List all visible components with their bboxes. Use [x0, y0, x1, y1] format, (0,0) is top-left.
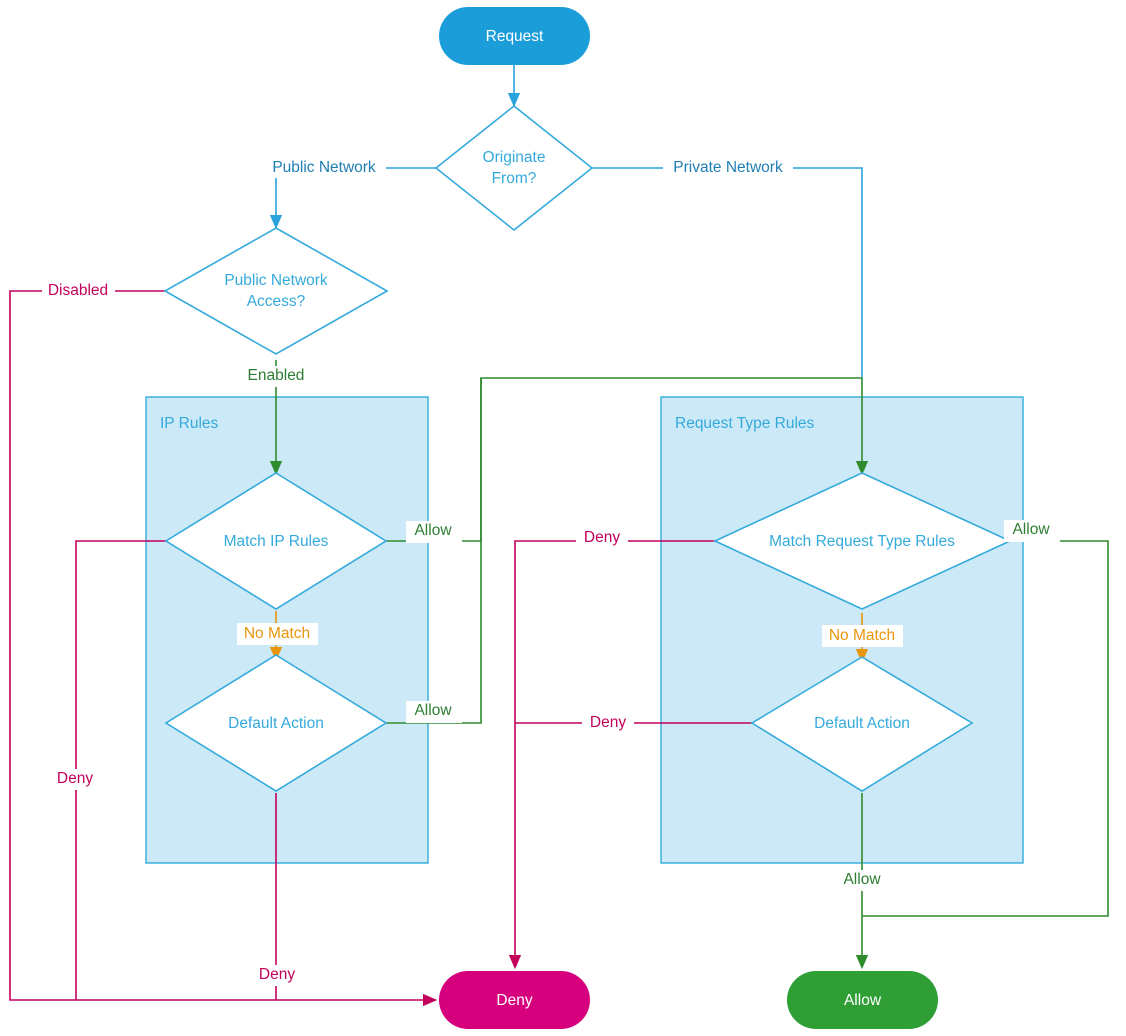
edge-label-rt-match-deny: Deny	[576, 528, 628, 549]
svg-text:Disabled: Disabled	[48, 282, 108, 299]
node-deny-terminal[interactable]: Deny	[439, 971, 590, 1029]
svg-text:Deny: Deny	[584, 529, 620, 546]
node-originate-from-label-line1: Originate	[483, 149, 546, 166]
svg-text:Deny: Deny	[57, 770, 93, 787]
node-public-network-access[interactable]: Public Network Access?	[163, 227, 389, 355]
node-match-request-type-rules-label: Match Request Type Rules	[769, 533, 955, 550]
svg-text:Allow: Allow	[414, 522, 452, 539]
node-originate-from-label-line2: From?	[492, 170, 537, 187]
edge-label-rt-default-deny: Deny	[582, 713, 634, 734]
edge-label-ip-default-deny: Deny	[251, 965, 303, 986]
node-default-action-rt[interactable]: Default Action	[750, 656, 974, 792]
node-allow-terminal-label: Allow	[844, 992, 882, 1009]
node-default-action-ip[interactable]: Default Action	[164, 654, 388, 792]
node-originate-from[interactable]: Originate From?	[434, 104, 594, 232]
svg-text:Allow: Allow	[414, 702, 452, 719]
svg-text:Deny: Deny	[259, 966, 295, 983]
node-public-network-access-label-line2: Access?	[247, 293, 306, 310]
group-ip-rules-label: IP Rules	[160, 415, 219, 432]
node-public-network-access-label-line1: Public Network	[224, 272, 328, 289]
svg-text:Allow: Allow	[843, 871, 881, 888]
node-request-label: Request	[486, 28, 544, 45]
node-default-action-rt-label: Default Action	[814, 715, 910, 732]
edge-label-rt-no-match: No Match	[822, 625, 903, 647]
edge-originate-private-network	[592, 167, 863, 378]
node-allow-terminal[interactable]: Allow	[787, 971, 938, 1029]
group-request-type-rules: Request Type Rules	[660, 396, 1024, 864]
node-deny-terminal-label: Deny	[496, 992, 532, 1009]
svg-text:No Match: No Match	[829, 627, 895, 644]
svg-text:Enabled: Enabled	[248, 367, 305, 384]
edge-label-enabled: Enabled	[241, 366, 311, 387]
svg-text:Public Network: Public Network	[272, 159, 376, 176]
edge-label-public-network: Public Network	[262, 157, 386, 178]
edge-match-rt-deny	[508, 540, 715, 970]
svg-text:No Match: No Match	[244, 625, 310, 642]
edge-label-ip-match-deny: Deny	[50, 769, 102, 790]
edge-label-rt-match-allow: Allow	[1004, 520, 1060, 542]
node-match-ip-rules[interactable]: Match IP Rules	[164, 472, 388, 610]
svg-text:Deny: Deny	[590, 714, 626, 731]
edge-label-ip-no-match: No Match	[237, 623, 318, 645]
edge-label-disabled: Disabled	[42, 281, 115, 302]
node-match-ip-rules-label: Match IP Rules	[224, 533, 329, 550]
edge-label-rt-default-allow: Allow	[834, 870, 890, 891]
edge-label-private-network: Private Network	[663, 157, 793, 178]
node-default-action-ip-label: Default Action	[228, 715, 324, 732]
edge-label-ip-match-allow: Allow	[406, 521, 462, 543]
node-match-request-type-rules[interactable]: Match Request Type Rules	[713, 472, 1012, 610]
node-request[interactable]: Request	[439, 7, 590, 65]
svg-text:Private Network: Private Network	[673, 159, 783, 176]
svg-text:Allow: Allow	[1012, 521, 1050, 538]
edge-label-ip-default-allow: Allow	[406, 701, 462, 723]
edge-match-ip-deny	[75, 540, 166, 1000]
group-request-type-rules-label: Request Type Rules	[675, 415, 815, 432]
